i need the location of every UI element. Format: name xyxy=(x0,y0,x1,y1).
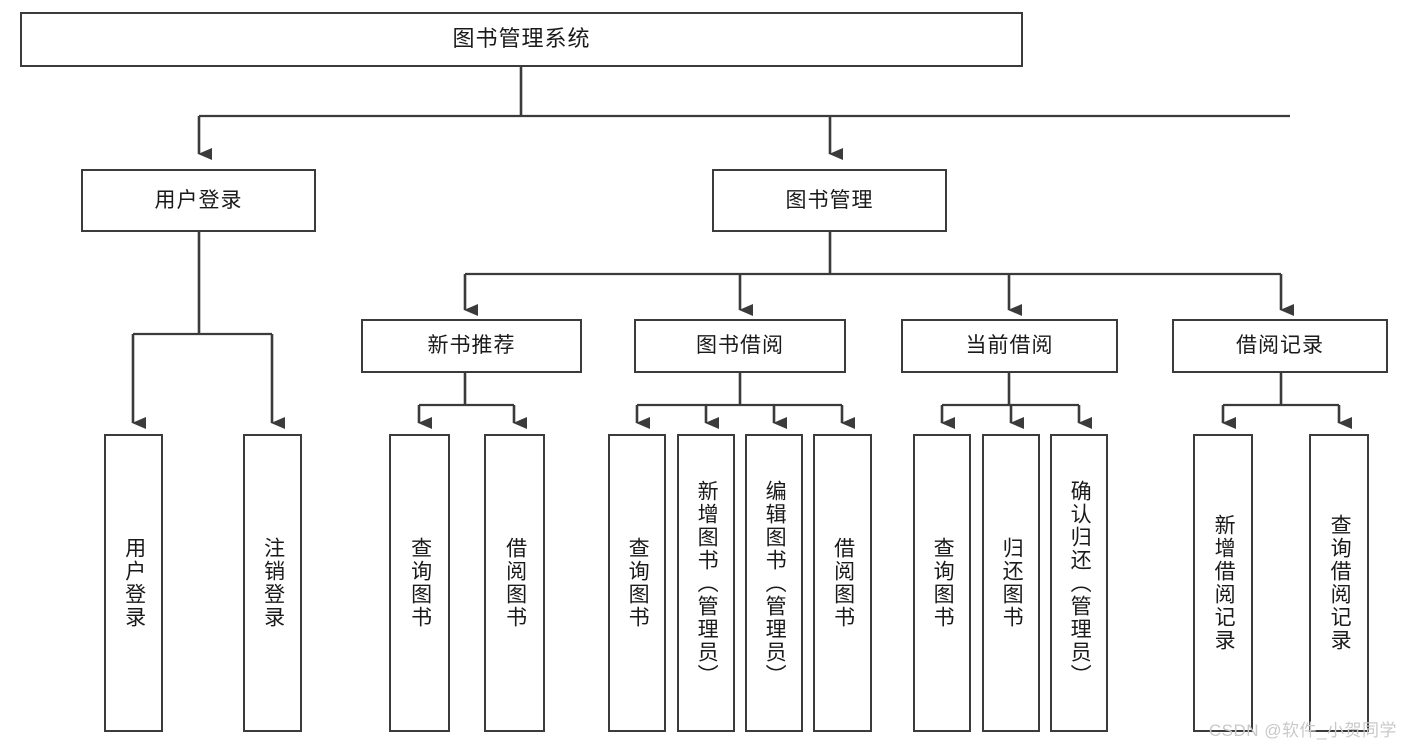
node-user-login-label: 用户登录 xyxy=(154,188,243,212)
node-root-label: 图书管理系统 xyxy=(452,26,591,52)
leaf-user-login[interactable]: 用户登录 xyxy=(104,434,163,732)
leaf-confirm-return-admin-label: 确认归还（管理员） xyxy=(1068,479,1092,687)
leaf-borrow-book-1-label: 借阅图书 xyxy=(503,537,527,629)
leaf-add-book-admin[interactable]: 新增图书（管理员） xyxy=(677,434,735,732)
node-borrow-record-label: 借阅记录 xyxy=(1236,334,1324,358)
leaf-confirm-return-admin[interactable]: 确认归还（管理员） xyxy=(1050,434,1108,732)
leaf-edit-book-admin-label: 编辑图书（管理员） xyxy=(763,479,787,687)
leaf-query-borrow-record-label: 查询借阅记录 xyxy=(1328,514,1352,652)
node-new-book-recommendation[interactable]: 新书推荐 xyxy=(361,319,582,373)
leaf-query-borrow-record[interactable]: 查询借阅记录 xyxy=(1309,434,1369,732)
leaf-user-login-label: 用户登录 xyxy=(122,537,146,629)
leaf-query-book-1-label: 查询图书 xyxy=(408,537,432,629)
leaf-return-book-label: 归还图书 xyxy=(1000,537,1024,629)
leaf-borrow-book-1[interactable]: 借阅图书 xyxy=(484,434,545,732)
leaf-query-book-3-label: 查询图书 xyxy=(931,537,955,629)
node-root[interactable]: 图书管理系统 xyxy=(20,12,1023,67)
node-new-book-recommendation-label: 新书推荐 xyxy=(427,334,516,358)
node-current-borrow[interactable]: 当前借阅 xyxy=(901,319,1118,373)
node-book-manage[interactable]: 图书管理 xyxy=(712,169,947,232)
leaf-query-book-2-label: 查询图书 xyxy=(626,537,650,629)
leaf-query-book-2[interactable]: 查询图书 xyxy=(608,434,666,732)
leaf-query-book-1[interactable]: 查询图书 xyxy=(389,434,450,732)
node-book-manage-label: 图书管理 xyxy=(785,188,874,212)
leaf-return-book[interactable]: 归还图书 xyxy=(982,434,1040,732)
leaf-add-borrow-record-label: 新增借阅记录 xyxy=(1212,514,1236,652)
node-book-borrow[interactable]: 图书借阅 xyxy=(634,319,846,373)
leaf-add-borrow-record[interactable]: 新增借阅记录 xyxy=(1193,434,1253,732)
leaf-borrow-book-2-label: 借阅图书 xyxy=(831,537,855,629)
leaf-borrow-book-2[interactable]: 借阅图书 xyxy=(813,434,872,732)
node-borrow-record[interactable]: 借阅记录 xyxy=(1172,319,1388,373)
node-user-login[interactable]: 用户登录 xyxy=(81,169,316,232)
leaf-edit-book-admin[interactable]: 编辑图书（管理员） xyxy=(745,434,803,732)
node-current-borrow-label: 当前借阅 xyxy=(965,334,1054,358)
leaf-logout-login-label: 注销登录 xyxy=(261,537,285,629)
leaf-logout-login[interactable]: 注销登录 xyxy=(243,434,302,732)
leaf-add-book-admin-label: 新增图书（管理员） xyxy=(695,479,719,687)
node-book-borrow-label: 图书借阅 xyxy=(696,334,784,358)
leaf-query-book-3[interactable]: 查询图书 xyxy=(913,434,971,732)
